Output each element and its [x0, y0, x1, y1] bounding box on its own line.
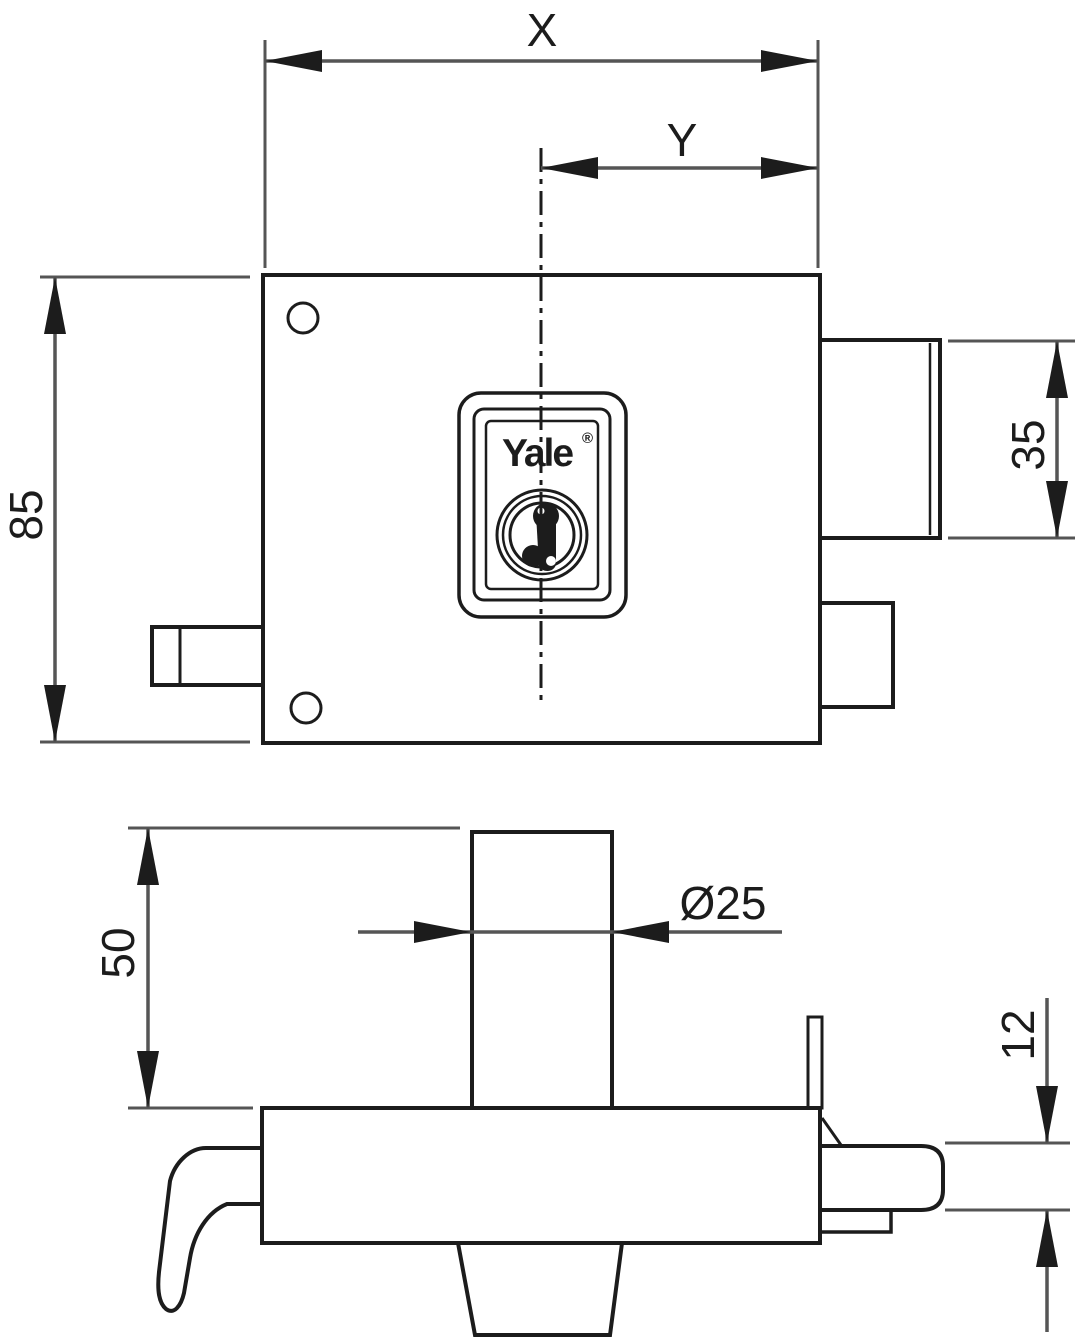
dimension-x-label: X [527, 4, 558, 56]
deadbolt-front [818, 338, 942, 540]
dimension-50: 50 [92, 826, 460, 1110]
arrow-right-icon [414, 921, 471, 943]
arrow-up-icon [44, 277, 66, 334]
dimension-d25: Ø25 [358, 877, 782, 943]
pull-hook-side [156, 1146, 262, 1313]
dimension-50-label: 50 [92, 927, 144, 978]
arrow-left-icon [612, 921, 669, 943]
arrow-down-icon [44, 685, 66, 742]
bottom-view [156, 830, 945, 1337]
base-plate-side [260, 1106, 822, 1245]
registered-mark: ® [582, 430, 593, 447]
arrow-up-icon [137, 828, 159, 885]
arrow-right-icon [761, 157, 818, 179]
arrow-up-icon [1036, 1210, 1058, 1267]
arrow-left-icon [541, 157, 598, 179]
tab-chamfer-line [820, 1117, 843, 1146]
cylinder-side [470, 830, 614, 1110]
dimension-12: 12 [945, 998, 1070, 1332]
screw-hole-bottom [289, 691, 323, 725]
arrow-left-icon [265, 50, 322, 72]
dimension-y-label: Y [667, 114, 698, 166]
mount-tab-side [455, 1241, 625, 1337]
dimension-35-label: 35 [1002, 419, 1054, 470]
dimension-x: X [263, 4, 820, 268]
screw-hole-top [286, 301, 320, 335]
side-latch-front [818, 601, 895, 709]
arrow-down-icon [1046, 481, 1068, 538]
latch-bolt-side [820, 1144, 945, 1212]
arrow-right-icon [761, 50, 818, 72]
dimension-85-label: 85 [0, 489, 52, 540]
dimension-d25-label: Ø25 [680, 877, 767, 929]
arrow-down-icon [1036, 1086, 1058, 1143]
escutcheon-outer [457, 391, 628, 619]
dimension-35: 35 [948, 339, 1075, 540]
front-view: Yale ® [150, 148, 942, 745]
dimension-y: Y [541, 114, 818, 179]
strike-tab-side [806, 1015, 824, 1110]
arrow-down-icon [137, 1051, 159, 1108]
latch-step-side [818, 1208, 893, 1234]
dimension-85: 85 [0, 275, 250, 744]
arrow-up-icon [1046, 341, 1068, 398]
yale-logo-text: Yale [502, 432, 573, 475]
dimension-12-label: 12 [992, 1009, 1044, 1060]
latch-bolt-front [150, 625, 265, 687]
